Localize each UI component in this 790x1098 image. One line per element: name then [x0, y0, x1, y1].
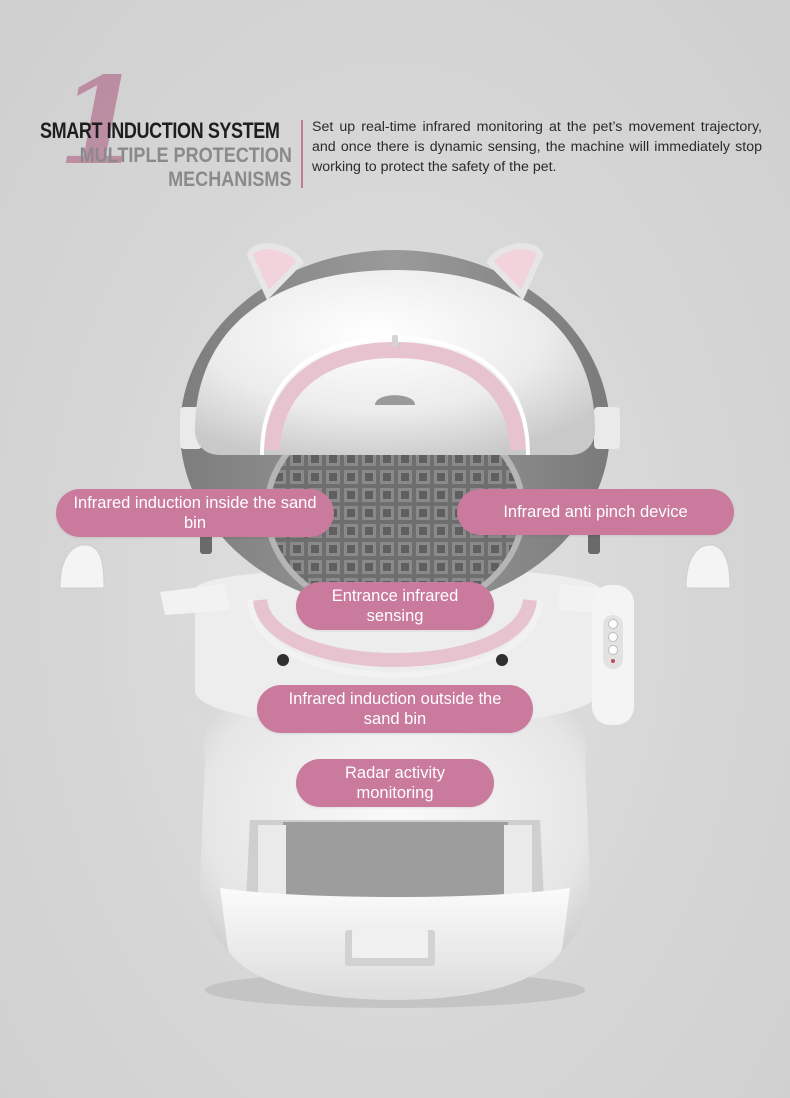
label-text: Infrared induction outside the sand bin — [288, 690, 502, 728]
header-divider — [301, 120, 303, 188]
label-text: Radar activity monitoring — [345, 764, 445, 802]
label-infrared-induction-outside: Infrared induction outside the sand bin — [257, 685, 533, 733]
label-entrance-infrared-sensing: Entrance infrared sensing — [296, 582, 494, 630]
label-text: Entrance infrared sensing — [331, 587, 459, 625]
label-infrared-anti-pinch: Infrared anti pinch device — [457, 489, 734, 535]
title-line-2: MULTIPLE PROTECTION — [79, 144, 292, 167]
title-line-3: MECHANISMS — [168, 168, 292, 191]
title-line-1: SMART INDUCTION SYSTEM — [40, 118, 280, 143]
label-text: Infrared induction inside the sand bin — [73, 494, 317, 532]
label-infrared-induction-inside: Infrared induction inside the sand bin — [56, 489, 334, 537]
label-text: Infrared anti pinch device — [503, 503, 688, 521]
label-radar-activity-monitoring: Radar activity monitoring — [296, 759, 494, 807]
section-number: 1 — [58, 51, 142, 192]
description-text: Set up real-time infrared monitoring at … — [312, 119, 762, 175]
